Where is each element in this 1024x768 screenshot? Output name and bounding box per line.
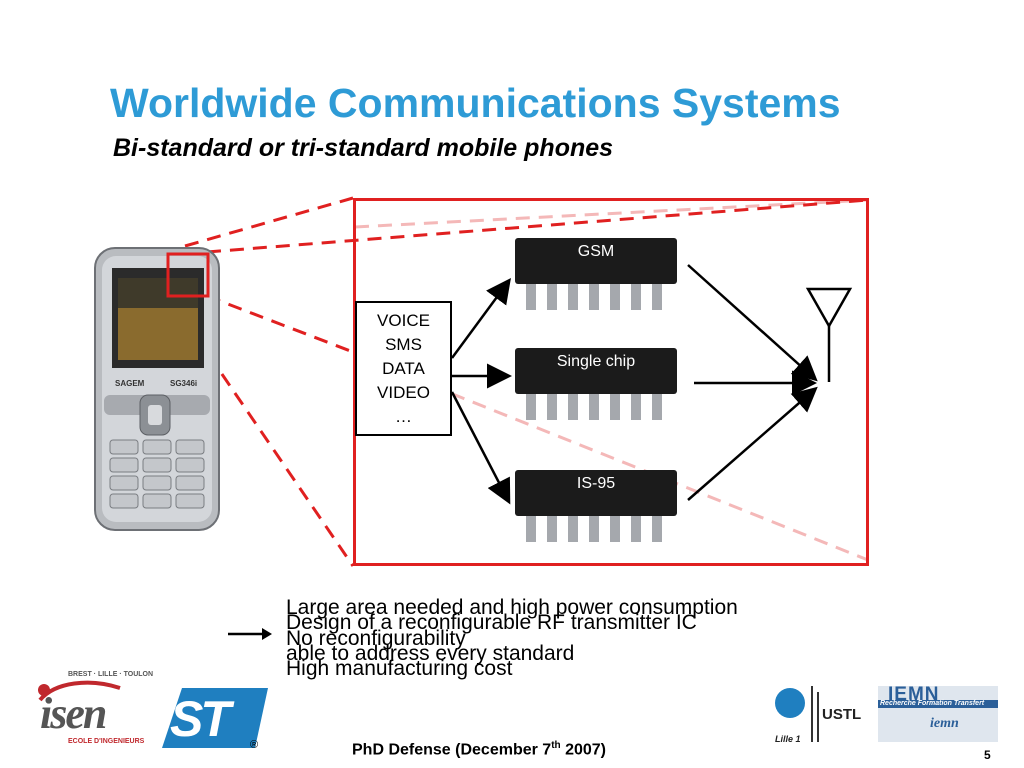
footer-caption: PhD Defense (December 7th 2007) (352, 740, 606, 759)
zoom-frame (353, 198, 869, 566)
isen-name: isen (40, 689, 107, 738)
isen-tagline: BREST · LILLE · TOULON (68, 671, 154, 678)
input-video: VIDEO (377, 382, 430, 402)
iemn-sub: Recherche Formation Transfert (880, 700, 985, 707)
chip-single (515, 348, 677, 420)
st-text: ST (170, 691, 231, 747)
input-data: DATA (382, 358, 425, 378)
iemn-text: IEMN (888, 684, 940, 705)
lille-text: Lille 1 (775, 734, 801, 744)
bullet-line-1: Large area needed and high power consump… (286, 596, 738, 619)
ustl-logo (775, 686, 819, 742)
input-sms: SMS (385, 334, 422, 354)
chip-single-label-wrap: Single chip (515, 348, 677, 394)
antenna-icon (805, 287, 853, 382)
phone-model: SG346i (170, 379, 197, 388)
chip-is95-label-wrap: IS-95 (515, 470, 677, 516)
phone-detail-highlight (166, 252, 210, 298)
phone-brand: SAGEM (115, 379, 145, 388)
slide-subtitle: Bi-standard or tri-standard mobile phone… (113, 134, 614, 162)
input-more: … (395, 406, 412, 426)
page-number: 5 (984, 748, 991, 762)
ustl-text: USTL (822, 706, 862, 723)
chip-is95 (515, 470, 677, 542)
mobile-phone-image: SAGEM SG346i (94, 247, 220, 531)
chip-single-label: Single chip (556, 353, 636, 370)
iemn-small: iemn (930, 716, 959, 731)
footer-sup: th (551, 740, 561, 751)
input-voice: VOICE (377, 310, 430, 330)
input-types-box: VOICE SMS DATA VIDEO … (355, 301, 452, 436)
bullet-arrow-icon (228, 628, 272, 640)
bullet-line-3: No reconfigurability (286, 627, 466, 650)
chip-is95-label: IS-95 (576, 475, 616, 492)
isen-logo (38, 680, 121, 702)
bullet-line-4: able to address every standard (286, 642, 575, 665)
iemn-logo (878, 686, 998, 742)
st-logo (162, 688, 268, 748)
chip-gsm-label-wrap: GSM (515, 238, 677, 284)
slide-title: Worldwide Communications Systems (110, 80, 841, 126)
footer-main: PhD Defense (December 7 (352, 741, 552, 759)
chip-gsm (515, 238, 677, 310)
footer-end: 2007) (560, 741, 607, 759)
signal-arrows (450, 264, 818, 505)
st-registered: ® (250, 739, 259, 751)
bullet-line-2: Design of a reconfigurable RF transmitte… (286, 611, 697, 634)
isen-sub: ECOLE D'INGENIEURS (68, 738, 145, 745)
chip-gsm-label: GSM (577, 243, 615, 260)
bullet-line-5: High manufacturing cost (286, 657, 513, 680)
